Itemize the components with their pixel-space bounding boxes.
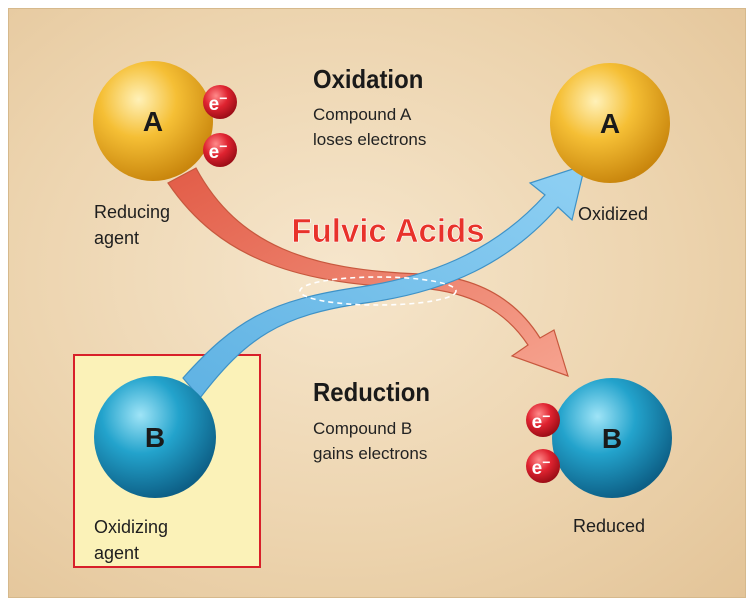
electron-label: e−: [209, 138, 228, 163]
compound-a-sphere: [93, 61, 213, 181]
oxidizing-agent-label-line1: Oxidizing: [94, 517, 169, 537]
oxidation-description-line2: loses electrons: [313, 130, 427, 149]
reduced-compound-b-sphere: [552, 378, 672, 498]
reduced-label: Reduced: [573, 516, 646, 536]
oxidized-label: Oxidized: [578, 204, 649, 224]
electron-sphere: [203, 85, 237, 119]
reduction-heading: Reduction: [313, 377, 430, 407]
oxidizing-agent-label-line2: agent: [94, 543, 140, 563]
fulvic-acids-label: Fulvic Acids: [291, 212, 484, 249]
electron-sphere: [526, 403, 560, 437]
reduction-arrow: [182, 164, 586, 399]
oxidation-arrow: [167, 167, 569, 377]
oxidized-compound-a-sphere: [550, 63, 670, 183]
compound-a-letter: A: [143, 106, 163, 137]
electron-label: e−: [532, 454, 551, 479]
compound-b-letter: B: [145, 422, 165, 453]
electron-label: e−: [532, 408, 551, 433]
electron-sphere: [526, 449, 560, 483]
reduction-description-line2: gains electrons: [313, 444, 428, 463]
reducing-agent-label-line2: agent: [94, 228, 140, 248]
oxidation-heading: Oxidation: [313, 64, 424, 94]
electron-sphere: [203, 133, 237, 167]
reducing-agent-label-line1: Reducing: [94, 202, 171, 222]
electron-label: e−: [209, 90, 228, 115]
crossing-highlight-ellipse: [299, 276, 457, 306]
oxidized-compound-a-letter: A: [600, 108, 620, 139]
compound-b-sphere: [94, 376, 216, 498]
reduced-compound-b-letter: B: [602, 423, 622, 454]
reduction-description-line1: Compound B: [313, 419, 413, 438]
oxidation-description-line1: Compound A: [313, 105, 412, 124]
